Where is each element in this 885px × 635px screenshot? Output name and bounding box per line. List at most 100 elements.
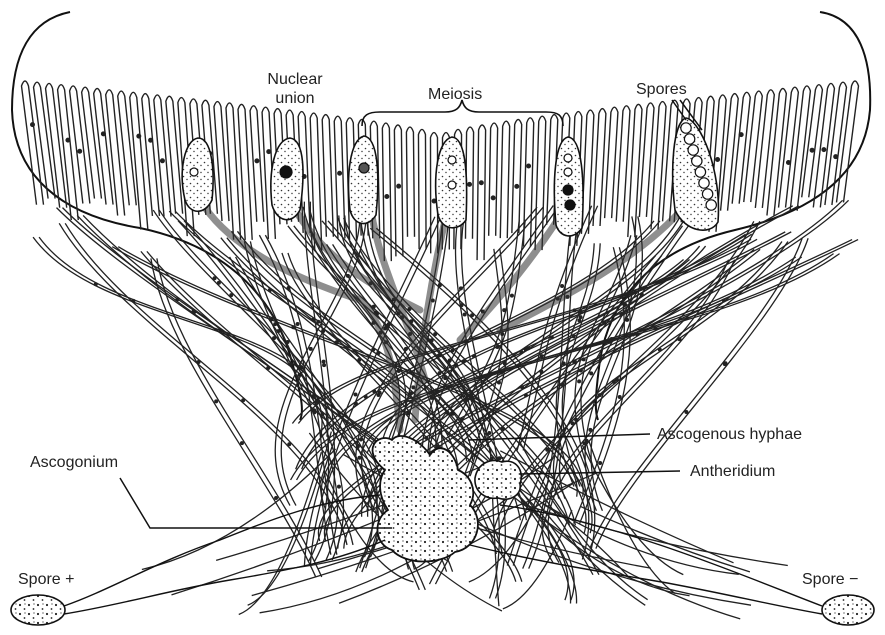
paraphysis-nucleus (161, 159, 165, 163)
paraphysis (130, 92, 148, 229)
paraphysis-nucleus (515, 185, 519, 189)
paraphysis (322, 115, 333, 237)
hypha-nucleus (213, 276, 217, 280)
paraphysis-nucleus (716, 158, 720, 162)
paraphysis-nucleus (834, 155, 838, 159)
hypha-nucleus (322, 360, 326, 364)
hypha-wall (248, 432, 332, 606)
paraphysis (394, 125, 403, 256)
hypha-nucleus (579, 315, 583, 319)
hypha-nucleus (217, 281, 221, 285)
paraphysis-nucleus (810, 148, 814, 152)
hypha-nucleus (574, 418, 578, 422)
paraphysis (238, 104, 252, 240)
label-spore-minus: Spore − (802, 570, 858, 589)
hypha-nucleus (470, 313, 474, 317)
hypha-nucleus (560, 284, 564, 288)
paraphysis-nucleus (787, 161, 791, 165)
hypha-nucleus (240, 441, 244, 445)
hypha-nucleus (273, 322, 277, 326)
label-ascogonium: Ascogonium (30, 453, 118, 472)
paraphysis (106, 90, 125, 216)
ascus-3 (349, 136, 378, 224)
paraphysis-nucleus (491, 196, 495, 200)
paraphysis (628, 104, 642, 237)
paraphysis (154, 95, 171, 217)
paraphysis-nucleus (31, 123, 35, 127)
hypha-nucleus (451, 412, 455, 416)
hypha-nucleus (463, 312, 467, 316)
hypha-nucleus (430, 338, 434, 342)
hypha-nucleus (438, 283, 442, 287)
hypha-nucleus (459, 286, 463, 290)
hypha-nucleus (454, 363, 458, 367)
hypha-nucleus (723, 361, 727, 365)
hypha-nucleus (658, 348, 662, 352)
paraphysis (732, 92, 750, 203)
hypha-nucleus (287, 286, 291, 290)
ascospore (699, 178, 709, 188)
hypha-nucleus (268, 288, 272, 292)
hypha-nucleus (464, 391, 468, 395)
paraphysis-nucleus (397, 184, 401, 188)
paraphysis (250, 106, 264, 222)
hypha-nucleus (462, 359, 466, 363)
paraphysis-nucleus (149, 138, 153, 142)
hypha-wall (239, 452, 322, 614)
hypha-nucleus (588, 428, 592, 432)
ascospore (695, 167, 705, 177)
paraphysis (70, 86, 90, 204)
paraphysis-nucleus (432, 199, 436, 203)
hypha-nucleus (337, 485, 341, 489)
label-nuclear-union-text: Nuclear union (255, 70, 335, 108)
ascospore (684, 134, 694, 144)
hypha-nucleus (448, 358, 452, 362)
hypha-nucleus (487, 431, 491, 435)
hypha-nucleus (589, 371, 593, 375)
paraphysis (512, 119, 522, 233)
paraphysis-nucleus (739, 133, 743, 137)
hypha-nucleus (623, 303, 627, 307)
hypha-nucleus (545, 448, 549, 452)
paraphysis (142, 94, 160, 216)
hypha-nucleus (598, 393, 602, 397)
label-spore-plus: Spore + (18, 570, 74, 589)
paraphysis-nucleus (66, 138, 70, 142)
hypha-nucleus (577, 379, 581, 383)
spore-minus (822, 595, 874, 625)
paraphysis (721, 94, 739, 211)
paraphysis-nucleus (527, 164, 531, 168)
paraphysis-nucleus (468, 183, 472, 187)
paraphysis-nucleus (480, 181, 484, 185)
spore-plus (11, 595, 65, 625)
hypha-nucleus (524, 393, 528, 397)
hypha-nucleus (573, 308, 577, 312)
hypha-nucleus (309, 347, 313, 351)
hypha-nucleus (633, 290, 637, 294)
hypha-nucleus (346, 274, 350, 278)
hypha-nucleus (503, 361, 507, 365)
hypha-nucleus (311, 318, 315, 322)
ascospore (688, 145, 698, 155)
paraphysis (500, 121, 509, 238)
ascospore (692, 156, 702, 166)
hypha-nucleus (266, 366, 270, 370)
hypha-nucleus (684, 410, 688, 414)
hypha-nucleus (276, 329, 280, 333)
paraphysis (767, 88, 786, 215)
paraphysis-nucleus (822, 148, 826, 152)
label-antheridium: Antheridium (690, 462, 775, 481)
hypha-nucleus (229, 293, 233, 297)
label-nuclear-union: Nuclear union (255, 70, 335, 108)
ascogonium-body (373, 436, 478, 562)
hypha-nucleus (241, 398, 245, 402)
hypha-nucleus (364, 395, 368, 399)
paraphysis (813, 83, 834, 207)
hypha-nucleus (635, 332, 639, 336)
hypha-nucleus (274, 496, 278, 500)
paraphysis-nucleus (102, 132, 106, 136)
hypha-nucleus (640, 293, 644, 297)
paraphysis (593, 109, 606, 226)
paraphysis-nucleus (267, 150, 271, 154)
label-meiosis: Meiosis (428, 85, 482, 104)
